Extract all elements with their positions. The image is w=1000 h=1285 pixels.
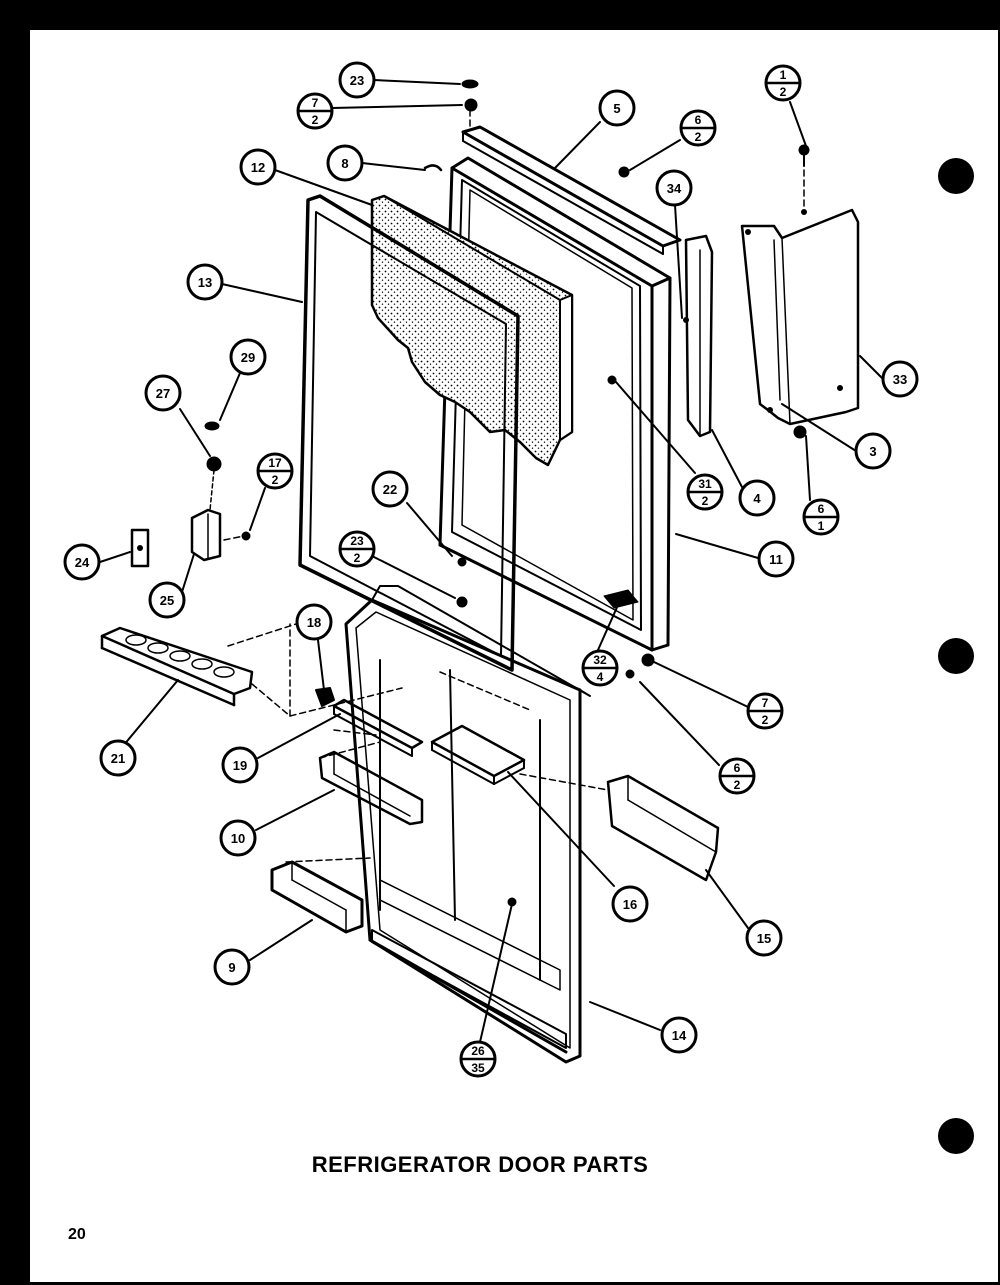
callout-32-den: 4 (597, 670, 604, 684)
callout-1-den: 2 (780, 85, 787, 99)
callout-29: 29 (241, 350, 255, 365)
callout-23b-num: 23 (350, 534, 364, 548)
part-upper-shelf-bar (318, 750, 424, 826)
callout-12: 12 (251, 160, 265, 175)
callout-23a: 23 (350, 73, 364, 88)
callout-7b-num: 7 (762, 696, 769, 710)
callout-22: 22 (383, 482, 397, 497)
callout-21: 21 (111, 751, 125, 766)
callout-33: 33 (893, 372, 907, 387)
assembly-lines (223, 109, 805, 863)
callout-25: 25 (160, 593, 174, 608)
part-hinge-bracket (740, 208, 860, 426)
callout-19: 19 (233, 758, 247, 773)
callout-32-num: 32 (593, 653, 607, 667)
callout-5: 5 (613, 101, 620, 116)
callout-11: 11 (769, 552, 783, 567)
callout-6a-num: 6 (695, 113, 702, 127)
page-title: REFRIGERATOR DOOR PARTS (311, 1152, 649, 1177)
leader-lines (99, 79, 884, 1043)
callout-17-num: 17 (268, 456, 282, 470)
callout-27: 27 (156, 386, 170, 401)
callout-labels: 23 7 2 5 6 2 1 2 12 8 34 13 29 27 33 3 1… (75, 68, 907, 1075)
part-handle-trim (683, 234, 714, 438)
part-clip (315, 687, 335, 707)
callout-15: 15 (757, 931, 771, 946)
callout-7b-den: 2 (762, 713, 769, 727)
callout-3: 3 (869, 444, 876, 459)
callout-9: 9 (228, 960, 235, 975)
callout-8: 8 (341, 156, 348, 171)
callout-16: 16 (623, 897, 637, 912)
part-top-cap (461, 125, 682, 255)
binder-hole-middle (938, 638, 974, 674)
callout-10: 10 (231, 831, 245, 846)
callout-31-num: 31 (698, 477, 712, 491)
callout-34: 34 (667, 181, 682, 196)
callout-6c-den: 2 (734, 778, 741, 792)
callout-26-den: 35 (471, 1061, 485, 1075)
part-shelf-channel (606, 774, 720, 882)
callout-6b-den: 1 (818, 519, 825, 533)
part-retainer-bar (332, 698, 424, 757)
callout-6c-num: 6 (734, 761, 741, 775)
callout-fraction-bars (257, 81, 839, 1061)
part-lower-hinge (130, 469, 222, 568)
callout-14: 14 (672, 1028, 687, 1043)
drawing-sheet (30, 30, 998, 1282)
callout-23b-den: 2 (354, 551, 361, 565)
page-number: 20 (68, 1226, 86, 1243)
callout-31-den: 2 (702, 494, 709, 508)
callout-7a-num: 7 (312, 96, 319, 110)
callout-13: 13 (198, 275, 212, 290)
callout-6a-den: 2 (695, 130, 702, 144)
callout-18: 18 (307, 615, 321, 630)
callout-6b-num: 6 (818, 502, 825, 516)
callout-17-den: 2 (272, 473, 279, 487)
binder-hole-top (938, 158, 974, 194)
callout-4: 4 (753, 491, 761, 506)
part-butter-tray (430, 724, 526, 785)
callout-7a-den: 2 (312, 113, 319, 127)
binder-hole-bottom (938, 1118, 974, 1154)
part-insulation-panel (370, 194, 574, 467)
callout-24: 24 (75, 555, 90, 570)
part-lower-shelf (270, 860, 364, 934)
part-inner-door-liner (344, 585, 591, 1064)
callout-1-num: 1 (780, 68, 787, 82)
callout-26-num: 26 (471, 1044, 485, 1058)
part-bottle-rack (100, 626, 254, 707)
